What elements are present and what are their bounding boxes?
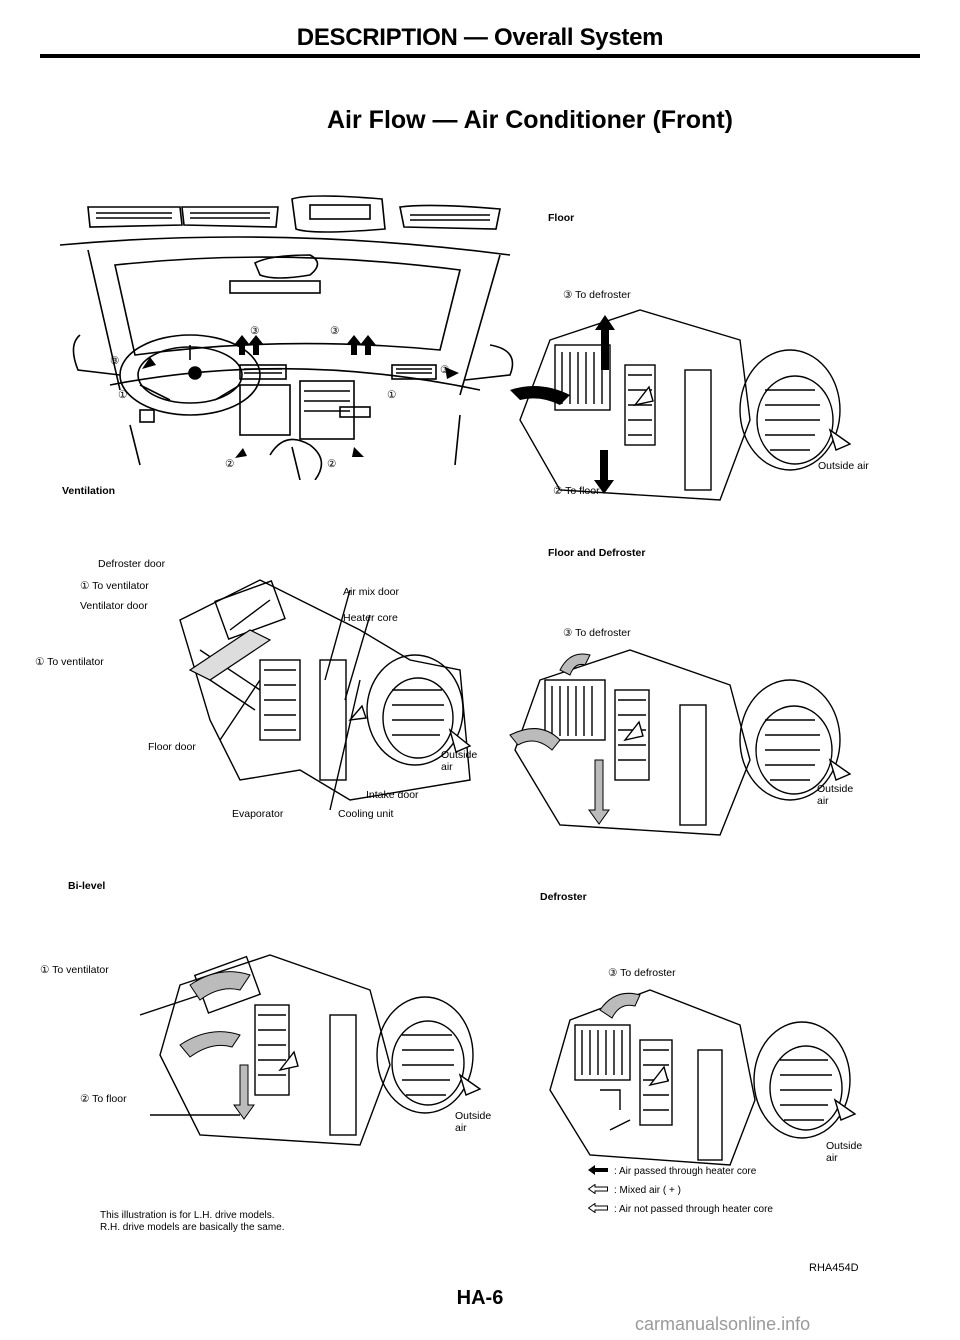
legend-row: : Air not passed through heater core: [587, 1200, 773, 1219]
caption-ventilation: Ventilation: [62, 485, 116, 497]
illustration-note: This illustration is for L.H. drive mode…: [100, 1210, 285, 1234]
label-outside: Outside: [826, 1140, 863, 1152]
note-line: This illustration is for L.H. drive mode…: [100, 1210, 275, 1221]
label-to-defroster: ③ To defroster: [563, 627, 631, 639]
label-floor-door: Floor door: [148, 741, 196, 753]
label-outside: Outside: [817, 783, 854, 795]
marker-1: ①: [387, 389, 397, 401]
hollow-arrow-icon: [587, 1183, 614, 1197]
marker-1: ①: [118, 389, 128, 401]
label-defroster-door: Defroster door: [98, 558, 166, 570]
label-to-ventilator: ① To ventilator: [40, 964, 109, 976]
note-line: R.H. drive models are basically the same…: [100, 1222, 285, 1233]
floor-defroster-unit-illustration: [509, 649, 852, 836]
section-title: Air Flow — Air Conditioner (Front): [327, 106, 733, 134]
label-outside: Outside: [441, 749, 478, 761]
legend-text: : Air not passed through heater core: [614, 1204, 773, 1215]
label-to-floor: ② To floor: [80, 1093, 127, 1105]
legend-row: : Mixed air ( + ): [587, 1181, 773, 1200]
label-to-ventilator: ① To ventilator: [35, 656, 104, 668]
marker-2: ②: [225, 458, 235, 470]
label-evaporator: Evaporator: [232, 808, 284, 820]
label-to-floor: ② To floor: [553, 485, 600, 497]
label-outside: Outside: [455, 1110, 492, 1122]
label-air: air: [817, 795, 829, 807]
marker-3: ③: [110, 355, 120, 367]
label-intake-door: Intake door: [366, 789, 419, 801]
label-outside-air: Outside air: [818, 460, 869, 472]
marker-2: ②: [327, 458, 337, 470]
dashboard-illustration: [60, 195, 514, 480]
label-to-defroster: ③ To defroster: [608, 967, 676, 979]
label-air: air: [455, 1122, 467, 1134]
caption-bilevel: Bi-level: [68, 880, 106, 892]
marker-3: ③: [330, 325, 340, 337]
marker-3: ③: [440, 364, 450, 376]
page-number: HA-6: [456, 1287, 504, 1309]
label-to-ventilator: ① To ventilator: [80, 580, 149, 592]
label-to-defroster: ③ To defroster: [563, 289, 631, 301]
header-rule: [40, 54, 920, 58]
label-air-mix-door: Air mix door: [343, 586, 400, 598]
caption-floor-and-defroster: Floor and Defroster: [548, 547, 646, 559]
label-air: air: [441, 761, 453, 773]
caption-defroster: Defroster: [540, 891, 587, 903]
legend-text: : Mixed air ( + ): [614, 1185, 681, 1196]
label-cooling-unit: Cooling unit: [338, 808, 394, 820]
defroster-unit-illustration: [549, 989, 857, 1166]
label-heater-core: Heater core: [343, 612, 398, 624]
label-air: air: [826, 1152, 838, 1164]
legend-row: : Air passed through heater core: [588, 1162, 773, 1181]
hollow-arrow-icon: [587, 1202, 614, 1216]
caption-floor: Floor: [548, 212, 575, 224]
figure-code: RHA454D: [809, 1262, 859, 1274]
bilevel-unit-illustration: [179, 579, 472, 811]
solid-arrow-icon: [588, 1165, 614, 1178]
legend-text: : Air passed through heater core: [614, 1166, 757, 1177]
label-ventilator-door: Ventilator door: [80, 600, 148, 612]
legend: : Air passed through heater core : Mixed…: [587, 1162, 773, 1219]
marker-3: ③: [250, 325, 260, 337]
bilevel-flow-illustration: [140, 954, 482, 1146]
page-title: DESCRIPTION — Overall System: [296, 24, 664, 51]
floor-unit-illustration: [510, 309, 852, 501]
footer-watermark: carmanualsonline.info: [635, 1314, 811, 1334]
